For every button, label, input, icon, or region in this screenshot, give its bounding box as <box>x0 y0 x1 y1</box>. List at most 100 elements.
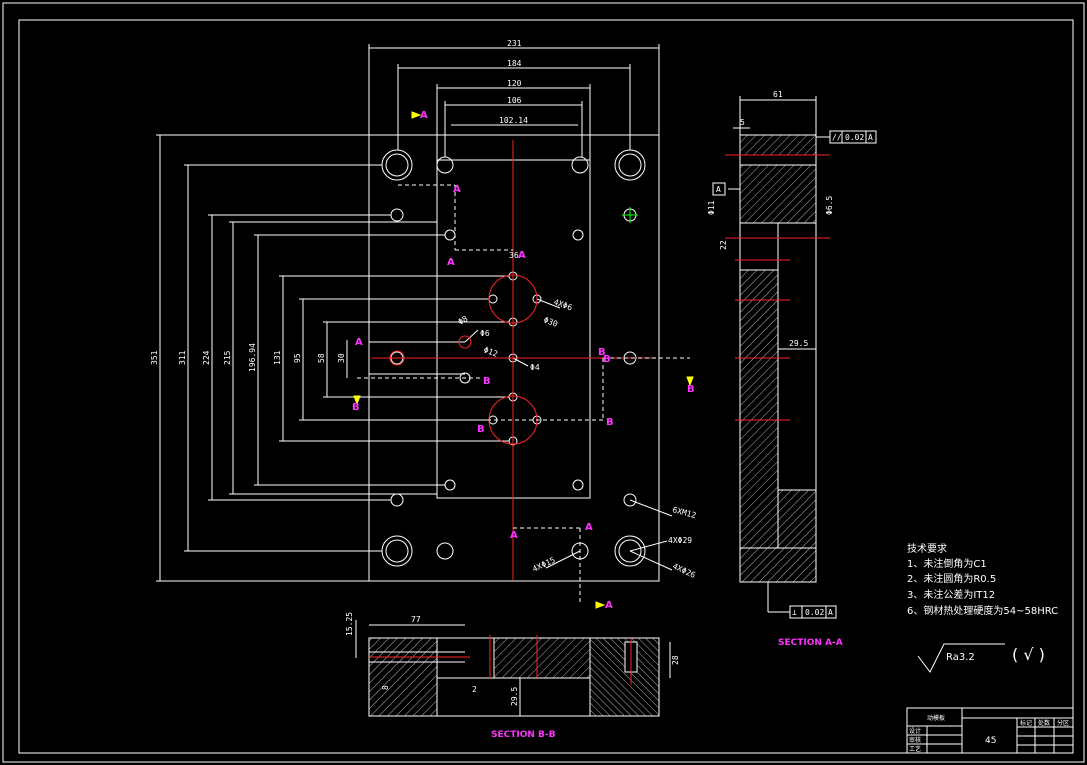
tech-req-1: 1、未注倒角为C1 <box>907 557 987 570</box>
tol-top-frame <box>829 130 877 144</box>
leader-d8 <box>464 329 479 343</box>
leader-6xm12 <box>629 499 673 517</box>
section-mark-b2: B <box>687 384 695 395</box>
leader-4x6 <box>536 298 561 309</box>
aa-dim-295: 29.5 <box>789 339 808 348</box>
title-block-label-1: 标记 <box>1020 719 1032 727</box>
section-mark-b5: B <box>483 376 491 387</box>
guide-hole-tl-inner <box>385 153 409 177</box>
dim-351: 351 <box>150 350 159 365</box>
small-hole-2 <box>572 229 584 241</box>
section-aa-hatch-left <box>739 269 779 549</box>
aa-datum: A <box>716 185 721 194</box>
title-block-outline <box>906 707 1074 754</box>
section-mark-a8: A <box>355 337 363 348</box>
bb-dim-2: 2 <box>472 685 477 694</box>
screw-hole-6 <box>623 493 637 507</box>
dim-10214: 102.14 <box>499 116 528 125</box>
bb-dim-295: 29.5 <box>510 687 519 706</box>
section-aa-title: SECTION A-A <box>778 638 843 648</box>
dim-58: 58 <box>317 353 326 363</box>
dim-311: 311 <box>178 350 187 365</box>
dim-224: 224 <box>202 350 211 365</box>
dim-184: 184 <box>507 59 522 68</box>
surface-finish-symbol <box>917 643 1005 673</box>
callout-30: Φ30 <box>542 315 559 328</box>
title-block-row-3: 工艺 <box>909 745 921 753</box>
section-mark-b4: B <box>477 424 485 435</box>
section-bb-red <box>369 635 632 685</box>
title-block-label-3: 分区 <box>1057 719 1069 727</box>
hole-mid-left-top <box>436 156 454 174</box>
title-block-label-2: 处数 <box>1038 719 1050 727</box>
section-aa <box>728 96 830 613</box>
screw-hole-1 <box>390 208 404 222</box>
section-aa-red <box>725 154 830 421</box>
callout-4x15: 4XΦ15 <box>531 555 557 573</box>
front-red-features <box>372 140 655 580</box>
dim-120: 120 <box>507 79 522 88</box>
dim-131: 131 <box>273 350 282 365</box>
ejector-hole-3 <box>488 294 498 304</box>
section-aa-hatch-mid <box>739 164 817 224</box>
tol-bot-symbol: ⊥ <box>792 608 797 617</box>
hole-centers <box>622 207 638 223</box>
tol-top-datum: A <box>868 133 873 142</box>
center-hole <box>389 350 405 366</box>
section-mark-b3: B <box>606 417 614 428</box>
bb-dim-77: 77 <box>411 615 421 624</box>
tol-top-symbol: // <box>832 133 842 142</box>
callout-4: Φ4 <box>530 363 540 372</box>
section-mark-a5: A <box>510 530 518 541</box>
callout-12: Φ12 <box>482 345 499 358</box>
guide-hole-bl-inner <box>385 539 409 563</box>
dim-36: 36 <box>509 251 519 260</box>
roughness-check-mark <box>917 643 1005 673</box>
aa-dim-11: Φ11 <box>707 200 716 215</box>
title-block-row-1: 设计 <box>909 727 921 735</box>
tol-bot-datum: A <box>828 608 833 617</box>
section-bb-hatch-left <box>368 637 438 717</box>
callout-4x6: 4XΦ6 <box>552 297 573 312</box>
roughness-note: ( √ ) <box>1012 645 1045 664</box>
title-block-name: 动模板 <box>927 714 945 722</box>
inner-border <box>18 19 1074 754</box>
gate-hole <box>458 335 472 349</box>
section-bb <box>355 620 671 717</box>
small-hole-4 <box>572 479 584 491</box>
tol-top-value: 0.02 <box>845 133 864 142</box>
tech-req-3: 3、未注公差为IT12 <box>907 588 995 601</box>
section-mark-b1: B <box>598 347 606 358</box>
aa-dim-22: 22 <box>719 240 728 250</box>
callout-6: Φ6 <box>480 329 490 338</box>
bb-pocket <box>436 677 591 717</box>
bb-dim-1525: 15.25 <box>345 612 354 636</box>
dim-215: 215 <box>223 350 232 365</box>
title-block-row-2: 审核 <box>909 736 921 744</box>
section-bb-hatch-mid <box>493 637 591 679</box>
guide-hole-br <box>614 535 646 567</box>
section-mark-b7: B <box>603 354 611 365</box>
section-mark-a3: A <box>447 257 455 268</box>
title-block-material: 45 <box>985 736 996 746</box>
section-mark-a6: A <box>585 522 593 533</box>
hole-mid-left-bottom <box>436 542 454 560</box>
screw-hole-5 <box>390 493 404 507</box>
dim-106: 106 <box>507 96 522 105</box>
section-cut-lines <box>357 184 690 603</box>
sprue-boss-upper <box>488 274 538 324</box>
section-mark-a7: A <box>605 600 613 611</box>
arrow-a-bottom <box>595 601 606 609</box>
dim-19694: 196.94 <box>248 343 257 372</box>
tol-bot-value: 0.02 <box>805 608 824 617</box>
hole-mid-right-top <box>571 156 589 174</box>
bb-dim-8: 8 <box>381 685 390 690</box>
aa-dim-65: Φ6.5 <box>825 196 834 215</box>
section-aa-hatch-right <box>777 489 817 549</box>
bb-dim-28: 28 <box>671 655 680 665</box>
section-mark-a1: A <box>420 110 428 121</box>
section-mark-b6: B <box>352 402 360 413</box>
dim-30: 30 <box>337 353 346 363</box>
tech-req-heading: 技术要求 <box>907 542 947 555</box>
leader-4x26 <box>629 550 673 571</box>
